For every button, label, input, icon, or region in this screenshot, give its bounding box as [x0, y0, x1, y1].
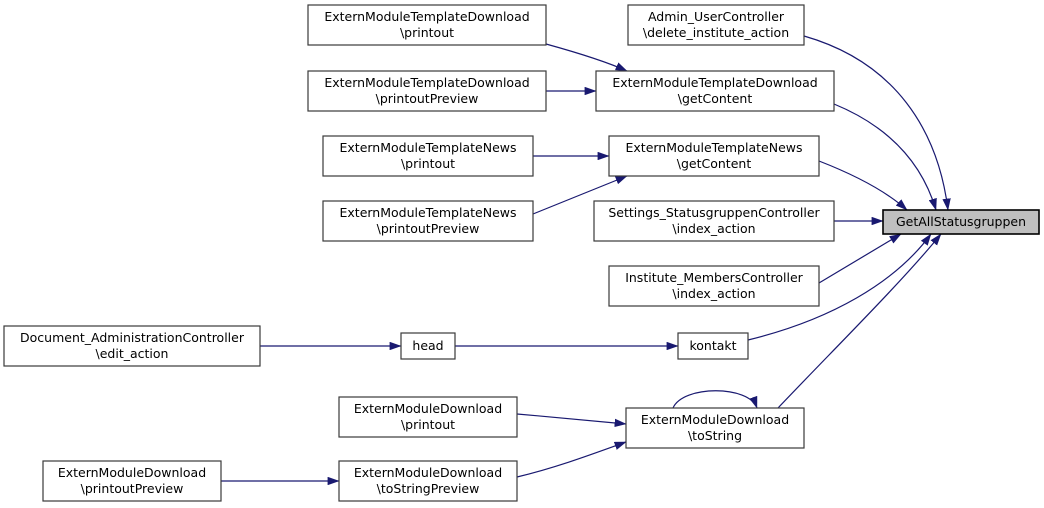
- edge-emd-tostring-to-getallstatusgruppen: [777, 233, 942, 409]
- node-head[interactable]: head: [400, 332, 456, 360]
- svg-text:\printoutPreview: \printoutPreview: [376, 91, 479, 106]
- edge-emtd-printout-to-emtd-getcontent: [545, 43, 628, 72]
- svg-text:\getContent: \getContent: [677, 156, 752, 171]
- svg-text:ExternModuleTemplateNews: ExternModuleTemplateNews: [626, 140, 803, 155]
- edge-admin-delete-institute-to-getallstatusgruppen: [803, 35, 951, 211]
- edge-emd-printout-to-emd-tostring: [516, 413, 627, 428]
- svg-text:ExternModuleTemplateDownload: ExternModuleTemplateDownload: [324, 9, 529, 24]
- svg-text:head: head: [412, 338, 443, 353]
- svg-text:\printoutPreview: \printoutPreview: [377, 221, 480, 236]
- edge-emd-tostring-self-loop: [672, 390, 758, 409]
- svg-text:\index_action: \index_action: [672, 286, 755, 301]
- svg-text:\toStringPreview: \toStringPreview: [377, 481, 480, 496]
- svg-text:ExternModuleTemplateNews: ExternModuleTemplateNews: [340, 205, 517, 220]
- node-institute-members-controller-index-action[interactable]: Institute_MembersController \index_actio…: [608, 265, 820, 307]
- svg-text:Settings_StatusgruppenControll: Settings_StatusgruppenController: [608, 205, 820, 220]
- node-extern-module-download-tostringpreview[interactable]: ExternModuleDownload \toStringPreview: [338, 460, 518, 502]
- svg-text:ExternModuleDownload: ExternModuleDownload: [58, 465, 206, 480]
- node-extern-module-template-download-printoutpreview[interactable]: ExternModuleTemplateDownload \printoutPr…: [307, 70, 547, 112]
- node-extern-module-template-download-printout[interactable]: ExternModuleTemplateDownload \printout: [307, 4, 547, 46]
- svg-text:\index_action: \index_action: [672, 221, 755, 236]
- node-document-administration-controller-edit-action[interactable]: Document_AdministrationController \edit_…: [3, 325, 261, 367]
- node-extern-module-template-news-printout[interactable]: ExternModuleTemplateNews \printout: [322, 135, 534, 177]
- node-extern-module-download-printoutpreview[interactable]: ExternModuleDownload \printoutPreview: [42, 460, 222, 502]
- svg-text:ExternModuleDownload: ExternModuleDownload: [354, 465, 502, 480]
- svg-text:\printoutPreview: \printoutPreview: [81, 481, 184, 496]
- svg-text:Document_AdministrationControl: Document_AdministrationController: [20, 330, 245, 345]
- svg-text:ExternModuleTemplateDownload: ExternModuleTemplateDownload: [324, 75, 529, 90]
- svg-text:\printout: \printout: [401, 156, 455, 171]
- edge-institute-index-to-getallstatusgruppen: [818, 233, 902, 284]
- node-kontakt[interactable]: kontakt: [677, 332, 749, 360]
- node-extern-module-template-news-printoutpreview[interactable]: ExternModuleTemplateNews \printoutPrevie…: [322, 200, 534, 242]
- node-admin-user-controller-delete-institute-action[interactable]: Admin_UserController \delete_institute_a…: [627, 4, 805, 46]
- svg-text:\edit_action: \edit_action: [96, 346, 169, 361]
- svg-text:ExternModuleTemplateNews: ExternModuleTemplateNews: [340, 140, 517, 155]
- svg-text:ExternModuleDownload: ExternModuleDownload: [641, 412, 789, 427]
- node-extern-module-template-news-getcontent[interactable]: ExternModuleTemplateNews \getContent: [608, 135, 820, 177]
- svg-text:ExternModuleTemplateDownload: ExternModuleTemplateDownload: [612, 75, 817, 90]
- node-extern-module-download-printout[interactable]: ExternModuleDownload \printout: [338, 396, 518, 438]
- edge-emd-tostringpreview-to-emd-tostring: [516, 441, 627, 478]
- edge-emtn-getcontent-to-getallstatusgruppen: [818, 160, 908, 211]
- svg-text:\printout: \printout: [400, 25, 454, 40]
- node-settings-statusgruppen-controller-index-action[interactable]: Settings_StatusgruppenController \index_…: [593, 200, 835, 242]
- svg-text:ExternModuleDownload: ExternModuleDownload: [354, 401, 502, 416]
- svg-text:\delete_institute_action: \delete_institute_action: [643, 25, 789, 40]
- svg-text:GetAllStatusgruppen: GetAllStatusgruppen: [896, 214, 1026, 229]
- svg-text:Institute_MembersController: Institute_MembersController: [625, 270, 803, 285]
- edge-kontakt-to-getallstatusgruppen: [747, 233, 932, 341]
- node-getallstatusgruppen-focus: GetAllStatusgruppen: [882, 209, 1040, 235]
- edge-emtn-printoutpreview-to-emtn-getcontent: [532, 175, 628, 215]
- svg-text:kontakt: kontakt: [689, 338, 736, 353]
- svg-text:\getContent: \getContent: [678, 91, 753, 106]
- edge-emtd-getcontent-to-getallstatusgruppen: [833, 103, 937, 211]
- node-extern-module-download-tostring[interactable]: ExternModuleDownload \toString: [625, 407, 805, 449]
- svg-text:\toString: \toString: [688, 428, 742, 443]
- node-extern-module-template-download-getcontent[interactable]: ExternModuleTemplateDownload \getContent: [595, 70, 835, 112]
- svg-text:Admin_UserController: Admin_UserController: [648, 9, 785, 24]
- svg-text:\printout: \printout: [401, 417, 455, 432]
